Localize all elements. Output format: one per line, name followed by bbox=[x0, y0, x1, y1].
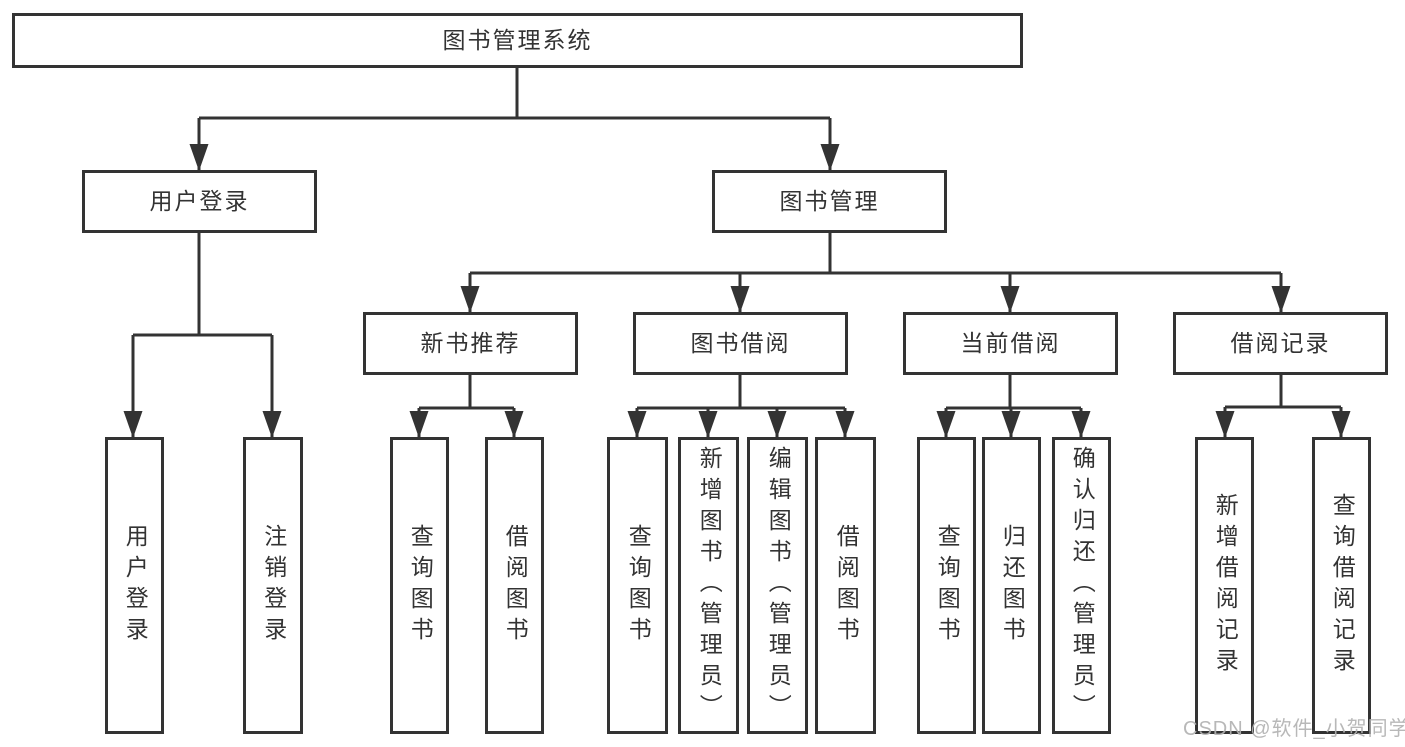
node-user-login: 用户登录 bbox=[82, 170, 317, 233]
leaf-current-confirm-return-admin: 确认归还（管理员） bbox=[1052, 437, 1111, 734]
leaf-current-query-book: 查询图书 bbox=[917, 437, 976, 734]
csdn-watermark: CSDN @软件_小贺同学 bbox=[1183, 718, 1405, 740]
node-book-management: 图书管理 bbox=[712, 170, 947, 233]
leaf-record-add-borrow-record: 新增借阅记录 bbox=[1195, 437, 1254, 734]
node-current-borrow: 当前借阅 bbox=[903, 312, 1118, 375]
leaf-borrow-edit-book-admin: 编辑图书（管理员） bbox=[747, 437, 808, 734]
connector-user-login-split bbox=[133, 232, 272, 337]
leaf-newbook-borrow-book: 借阅图书 bbox=[485, 437, 544, 734]
leaf-logout-login: 注销登录 bbox=[243, 437, 303, 734]
node-system-root: 图书管理系统 bbox=[12, 13, 1023, 68]
connector-new-book-split bbox=[419, 375, 514, 410]
connector-current-borrow-split bbox=[946, 375, 1081, 410]
node-borrow-record: 借阅记录 bbox=[1173, 312, 1388, 375]
connector-book-management-split bbox=[470, 232, 1281, 275]
leaf-borrow-query-book: 查询图书 bbox=[607, 437, 668, 734]
node-new-book-recommend: 新书推荐 bbox=[363, 312, 578, 375]
leaf-user-login: 用户登录 bbox=[105, 437, 164, 734]
leaf-record-query-borrow-record: 查询借阅记录 bbox=[1312, 437, 1371, 734]
connector-root-split bbox=[199, 66, 830, 120]
leaf-borrow-add-book-admin: 新增图书（管理员） bbox=[678, 437, 739, 734]
connector-book-borrow-split bbox=[637, 375, 845, 410]
leaf-current-return-book: 归还图书 bbox=[982, 437, 1041, 734]
connector-borrow-record-split bbox=[1225, 375, 1341, 409]
node-book-borrow: 图书借阅 bbox=[633, 312, 848, 375]
leaf-newbook-query-book: 查询图书 bbox=[390, 437, 449, 734]
leaf-borrow-borrow-book: 借阅图书 bbox=[815, 437, 876, 734]
